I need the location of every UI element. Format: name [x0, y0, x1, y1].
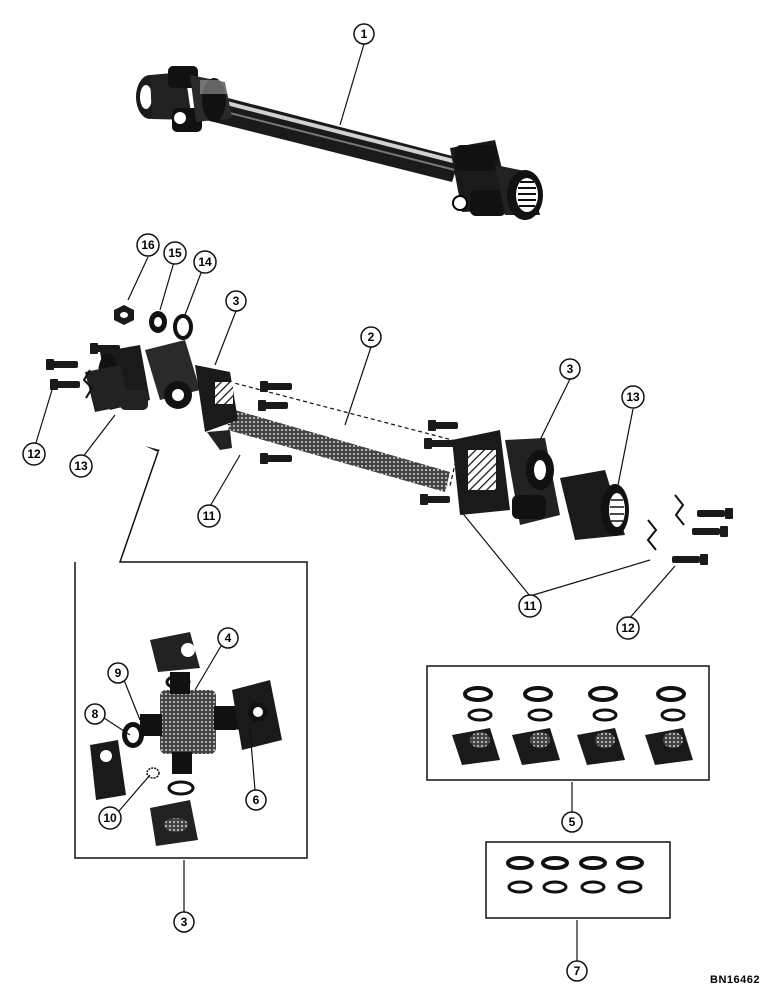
- svg-text:10: 10: [103, 811, 117, 825]
- callout-11-right: 11: [518, 594, 542, 618]
- svg-text:3: 3: [181, 915, 188, 929]
- svg-text:6: 6: [253, 793, 260, 807]
- svg-text:2: 2: [368, 330, 375, 344]
- svg-text:1: 1: [361, 27, 368, 41]
- svg-text:7: 7: [574, 964, 581, 978]
- svg-text:12: 12: [621, 621, 635, 635]
- bolts: [46, 343, 733, 565]
- exploded-driveshaft: [85, 340, 629, 540]
- callout-2: 2: [360, 326, 382, 348]
- callout-3-panel: 3: [173, 911, 195, 933]
- callout-7: 7: [566, 960, 588, 982]
- nut-and-washers: [114, 305, 193, 340]
- callout-3-left: 3: [225, 290, 247, 312]
- callout-1: 1: [353, 23, 375, 45]
- lock-clips: [82, 369, 685, 551]
- callout-13-left: 13: [69, 454, 93, 478]
- svg-text:11: 11: [203, 509, 216, 523]
- callout-4: 4: [217, 627, 239, 649]
- svg-text:11: 11: [524, 599, 537, 613]
- svg-text:3: 3: [567, 362, 574, 376]
- complete-driveshaft-assembly: [136, 66, 543, 220]
- svg-text:14: 14: [198, 255, 212, 269]
- svg-text:5: 5: [569, 815, 576, 829]
- kit-5-set-4: [645, 686, 693, 765]
- svg-text:9: 9: [115, 666, 122, 680]
- callout-5: 5: [561, 811, 583, 833]
- svg-text:4: 4: [225, 631, 232, 645]
- kit-5-set-1: [452, 686, 500, 765]
- kit-5-set-2: [512, 686, 560, 765]
- callout-3-right: 3: [559, 358, 581, 380]
- callout-9: 9: [107, 662, 129, 684]
- document-id: BN16462: [710, 974, 760, 986]
- callout-11-left: 11: [197, 504, 221, 528]
- svg-text:15: 15: [168, 246, 182, 260]
- callout-12-left: 12: [22, 442, 46, 466]
- callouts: 1 2 3 3 3 4 5 6 7 8 9 10 11 11 12 12 13 …: [22, 23, 645, 982]
- svg-text:16: 16: [141, 238, 155, 252]
- callout-13-right: 13: [621, 385, 645, 409]
- seal-kit-panel: [485, 841, 671, 919]
- universal-joint-detail-panel: [74, 446, 308, 859]
- kit-5-set-3: [577, 686, 625, 765]
- callout-10: 10: [98, 806, 122, 830]
- callout-8: 8: [84, 703, 106, 725]
- svg-text:3: 3: [233, 294, 240, 308]
- svg-text:8: 8: [92, 707, 99, 721]
- callout-16: 16: [136, 233, 160, 257]
- svg-text:13: 13: [74, 459, 88, 473]
- svg-text:12: 12: [27, 447, 41, 461]
- bearing-kit-panel: [426, 665, 710, 781]
- callout-15: 15: [163, 241, 187, 265]
- callout-6: 6: [245, 789, 267, 811]
- svg-text:13: 13: [626, 390, 640, 404]
- callout-14: 14: [193, 250, 217, 274]
- callout-12-right: 12: [616, 616, 640, 640]
